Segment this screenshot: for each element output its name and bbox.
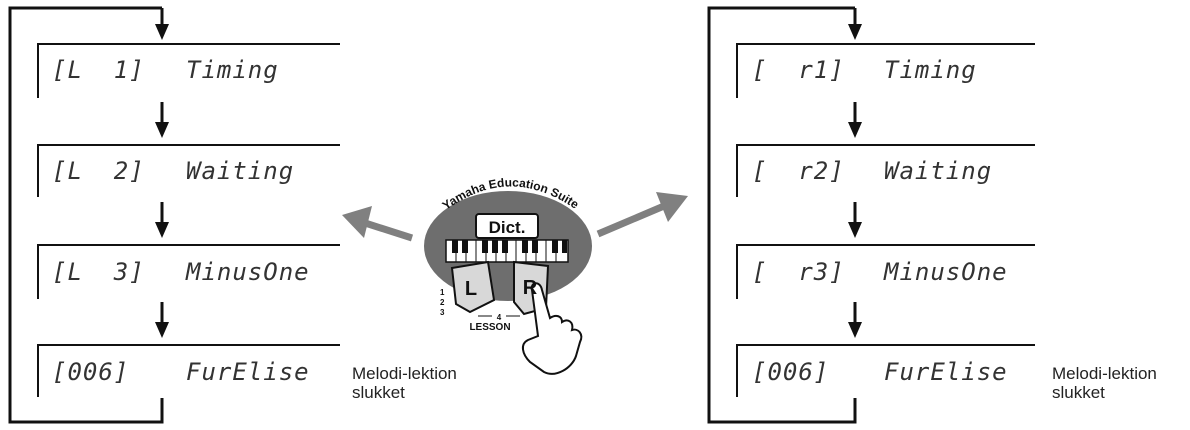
gray-arrow-right	[596, 192, 688, 238]
right-row-2-code: [ r2]	[752, 157, 845, 185]
left-row-4-code: [006]	[52, 358, 130, 386]
right-row-2-name: Waiting	[884, 157, 993, 185]
right-row-3-code: [ r3]	[752, 258, 845, 286]
left-row-1-name: Timing	[186, 56, 279, 84]
left-row-1-code: [L 1]	[52, 56, 145, 84]
right-caption: Melodi-lektion slukket	[1052, 364, 1157, 402]
left-caption: Melodi-lektion slukket	[352, 364, 457, 402]
step-number-1: 1	[440, 288, 445, 297]
right-down-arrows	[848, 8, 862, 338]
lesson-label: LESSON	[469, 322, 510, 333]
step-number-3: 3	[440, 308, 445, 317]
right-row-3-name: MinusOne	[884, 258, 1008, 286]
step-number-2: 2	[440, 298, 445, 307]
right-row-4-name: FurElise	[884, 358, 1008, 386]
right-caption-line2: slukket	[1052, 383, 1105, 402]
left-row-lines	[37, 43, 340, 397]
right-row-1-code: [ r1]	[752, 56, 845, 84]
lesson-number: 4	[497, 313, 502, 322]
left-hand-button-label: L	[465, 278, 477, 300]
svg-text:Yamaha Education Suite: Yamaha Education Suite	[440, 175, 582, 212]
right-caption-line1: Melodi-lektion	[1052, 364, 1157, 383]
left-row-3-name: MinusOne	[186, 258, 310, 286]
keyboard-panel	[424, 191, 592, 375]
left-row-2-code: [L 2]	[52, 157, 145, 185]
left-caption-line2: slukket	[352, 383, 405, 402]
right-loop	[707, 6, 857, 424]
right-hand-button-label: R	[523, 277, 538, 299]
gray-arrow-left	[342, 206, 414, 242]
right-row-4-code: [006]	[752, 358, 830, 386]
dict-button-label: Dict.	[489, 218, 526, 237]
suite-title: Yamaha Education Suite	[440, 175, 582, 212]
left-row-3-code: [L 3]	[52, 258, 145, 286]
right-row-lines	[736, 43, 1035, 397]
left-caption-line1: Melodi-lektion	[352, 364, 457, 383]
left-down-arrows	[155, 8, 169, 338]
left-row-2-name: Waiting	[186, 157, 295, 185]
left-row-4-name: FurElise	[186, 358, 310, 386]
right-row-1-name: Timing	[884, 56, 977, 84]
